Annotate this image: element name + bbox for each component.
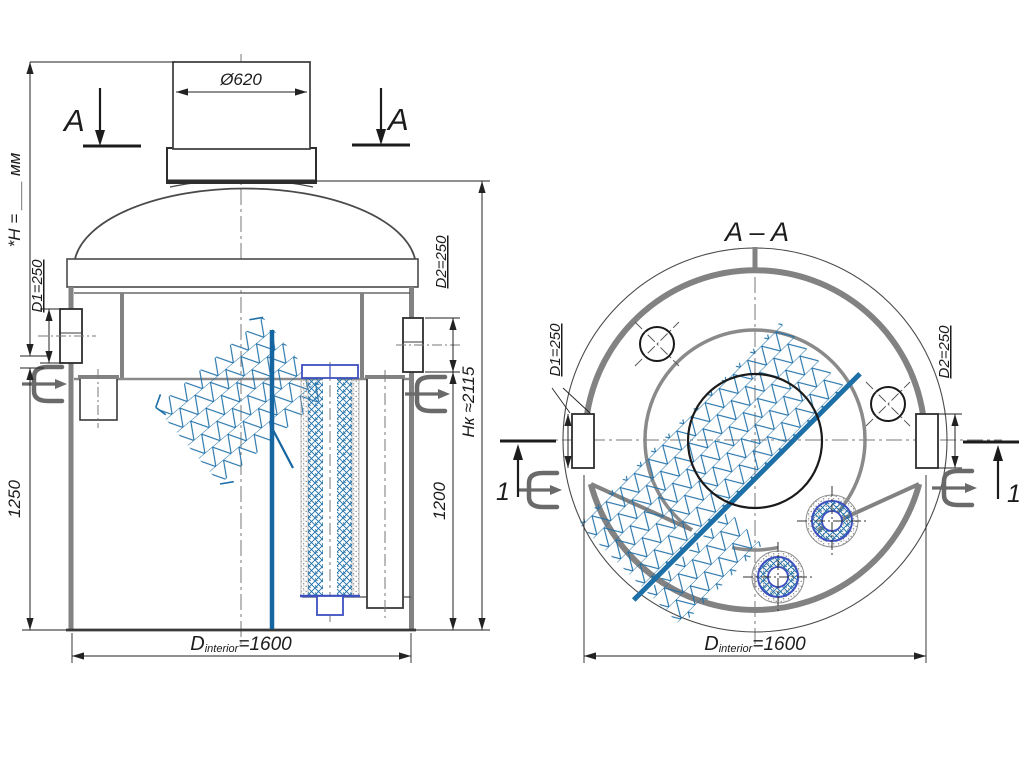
- inlet-nozzle: [38, 308, 96, 364]
- filter-cartridge-plan-lower: [743, 542, 813, 612]
- flow-out-icon-plan: [932, 471, 977, 505]
- outlet-riser-pipe: [365, 370, 405, 618]
- dome: [74, 187, 416, 260]
- lifting-lug-right: [865, 381, 911, 427]
- inlet-d1-label: D1=250: [29, 259, 46, 313]
- lifting-lug-left: [634, 321, 680, 367]
- baffle-brace: [271, 427, 294, 469]
- manhole-neck: [172, 61, 311, 150]
- dim-interior-diameter-plan: Dinterior=1600: [583, 475, 927, 663]
- marker-1-right-label: 1: [1007, 480, 1021, 508]
- front-view: Ø620: [5, 54, 490, 663]
- inlet-d1-plan-label: D1=250: [547, 323, 564, 377]
- section-marker-a-right: A: [352, 88, 410, 147]
- dim-interior-diameter-front: Dinterior=1600: [71, 633, 412, 663]
- coalescing-module-mesh: [155, 316, 329, 485]
- dim-1250-label: 1250: [5, 480, 24, 518]
- plan-view: A – A: [496, 217, 1021, 663]
- section-letter-right: A: [386, 102, 409, 137]
- dim-inlet-d1-plan: D1=250: [547, 323, 591, 468]
- marker-1-left-label: 1: [496, 478, 510, 506]
- dim-1250: 1250: [5, 367, 66, 631]
- flow-in-icon: [22, 367, 67, 401]
- neck-circle-plan: [686, 372, 824, 510]
- coalescing-module-plan: [578, 322, 862, 627]
- dim-neck-diameter: Ø620: [176, 70, 307, 96]
- filter-cartridge-plan-upper: [797, 486, 867, 556]
- dim-inlet-d1: D1=250: [29, 259, 64, 364]
- outlet-d2-plan-label: D2=250: [936, 325, 953, 379]
- flange-band: [66, 258, 419, 288]
- height-note-label: *H = ___ мм: [5, 152, 24, 247]
- interior-diameter-plan-label: Dinterior=1600: [704, 633, 806, 655]
- interior-diameter-front-label: Dinterior=1600: [190, 633, 292, 655]
- dim-height-note: *H = ___ мм: [5, 61, 175, 357]
- section-letter-left: A: [62, 103, 85, 138]
- detail-marker-1-left: 1: [496, 439, 556, 506]
- dim-1200: 1200: [430, 372, 457, 630]
- neck-collar: [166, 147, 317, 184]
- flow-in-icon-plan: [517, 473, 562, 507]
- section-marker-a-left: A: [62, 88, 141, 148]
- dim-outlet-d2-plan: D2=250: [936, 325, 962, 469]
- outlet-nozzle-plan: [915, 413, 939, 469]
- filter-cartridge: [300, 362, 360, 622]
- dim-outlet-d2: D2=250: [425, 235, 460, 373]
- detail-marker-1-right: 1: [963, 440, 1021, 508]
- neck-diameter-label: Ø620: [219, 70, 262, 89]
- outlet-nozzle: [396, 317, 462, 373]
- outlet-d2-label: D2=250: [433, 235, 450, 289]
- inlet-deflector-stub: [78, 369, 119, 428]
- total-height-label: Hк ≈2115: [459, 366, 478, 437]
- section-view-title: A – A: [723, 217, 789, 247]
- dim-total-height: Hк ≈2115: [316, 180, 490, 631]
- dim-1200-label: 1200: [430, 482, 449, 520]
- inlet-nozzle-plan: [571, 413, 595, 469]
- cartridge-bottom-stub: [316, 595, 344, 616]
